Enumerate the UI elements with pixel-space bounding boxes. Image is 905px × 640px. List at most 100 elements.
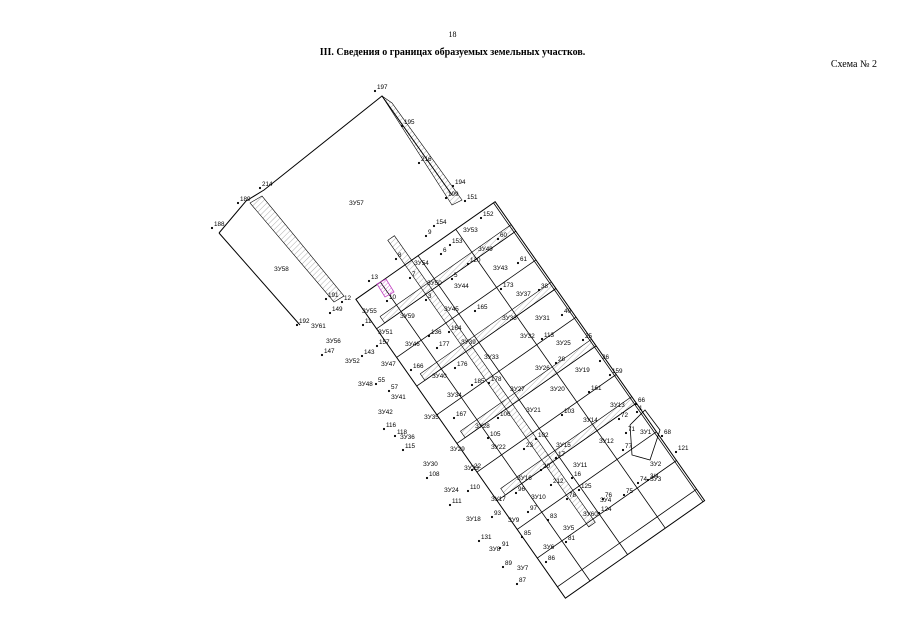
point-label: 131 [481,534,492,541]
point-label: 124 [601,506,612,513]
parcel-label: ЗУ37 [516,291,531,298]
point-label: 20 [543,463,551,470]
parcel-label: ЗУ42 [378,409,393,416]
boundary-point-marker [554,361,558,365]
point-label: 3 [428,293,432,300]
parcel-label: ЗУ1 [640,429,652,436]
point-label: 110 [470,484,481,491]
point-label: 66 [638,397,646,404]
point-label: 25 [585,333,593,340]
point-label: 188 [214,221,225,228]
boundary-point-marker [400,124,404,128]
point-label: 81 [568,535,576,542]
point-label: 12 [344,295,352,302]
point-label: 178 [491,376,502,383]
boundary-point-marker [451,184,455,188]
parcel-label: ЗУ51 [378,329,393,336]
boundary-point-marker [617,417,621,421]
parcel-label: ЗУ8 [489,546,501,553]
highlighted-area [376,278,395,298]
point-label: 102 [538,432,549,439]
point-label: 86 [548,555,556,562]
section-heading: III. Сведения о границах образуемых земе… [319,47,586,58]
boundary-point-marker [635,410,639,414]
point-label: 91 [502,541,510,548]
point-label: 116 [386,422,397,429]
point-label: 96 [518,486,526,493]
boundary-point-marker [534,437,538,441]
parcel-label: ЗУ5 [563,525,575,532]
boundary-point-marker [295,323,299,327]
point-label: 71 [628,426,636,433]
point-label: 154 [436,219,447,226]
point-label: 194 [455,179,466,186]
point-label: 5 [454,272,458,279]
parcel-label: ЗУ57 [349,200,364,207]
parcel-label: ЗУ30 [423,461,438,468]
boundary-point-marker [598,359,602,363]
boundary-point-marker [361,323,365,327]
boundary-point-marker [424,234,428,238]
boundary-point-marker [636,481,640,485]
boundary-point-marker [373,89,377,93]
parcel-label: ЗУ53 [463,227,478,234]
point-label: 23 [526,442,534,449]
parcel-label: ЗУ13 [610,402,625,409]
boundary-point-marker [621,448,625,452]
point-label: 106 [500,411,511,418]
boundary-point-marker [570,476,574,480]
boundary-point-marker [382,427,386,431]
point-label: 3/4 [650,473,659,480]
point-label: 105 [490,431,501,438]
point-label: 199 [448,191,459,198]
parcel-label: ЗУ33 [484,354,499,361]
point-label: 97 [530,505,538,512]
parcel-label: ЗУ11 [573,462,588,469]
boundary-point-marker [496,237,500,241]
boundary-point-marker [554,456,558,460]
point-label: 72 [621,412,629,419]
boundary-point-marker [564,540,568,544]
boundary-point-marker [514,491,518,495]
boundary-point-marker [601,497,605,501]
boundary-point-marker [393,434,397,438]
boundary-point-marker [328,311,332,315]
point-label: 149 [332,306,343,313]
parcel-label: ЗУ55 [362,308,377,315]
boundary-point-marker [487,381,491,385]
point-label: 166 [413,363,424,370]
point-label: 77 [625,443,633,450]
parcel-label: ЗУ16 [517,475,532,482]
point-label: 85 [524,530,532,537]
point-label: 189 [240,196,251,203]
boundary-point-marker [490,515,494,519]
boundary-point-marker [473,309,477,313]
boundary-point-marker [435,346,439,350]
parcel-label: ЗУ43 [493,265,508,272]
boundary-point-marker [417,161,421,165]
point-label: 76 [605,492,613,499]
point-label: 10 [389,294,397,301]
boundary-point-marker [367,279,371,283]
point-label: 216 [421,156,432,163]
boundary-point-marker [448,243,452,247]
point-label: 83 [550,513,558,520]
boundary-point-marker [374,382,378,386]
boundary-point-marker [660,434,664,438]
boundary-point-marker [597,511,601,515]
point-label: 87 [519,577,527,584]
parcel-label: ЗУ2 [650,461,662,468]
parcel-label: ЗУ36 [400,434,415,441]
parcel-label: ЗУ41 [391,394,406,401]
point-label: 17 [558,451,566,458]
parcel-label: ЗУ45 [444,306,459,313]
parcel-label: ЗУ34 [447,392,462,399]
point-label: 6 [443,247,447,254]
point-label: 68 [664,429,672,436]
parcel-label: ЗУ22 [491,444,506,451]
point-label: 176 [457,361,468,368]
boundary-point-marker [560,313,564,317]
boundary-point-marker [453,366,457,370]
point-label: 7 [412,271,416,278]
